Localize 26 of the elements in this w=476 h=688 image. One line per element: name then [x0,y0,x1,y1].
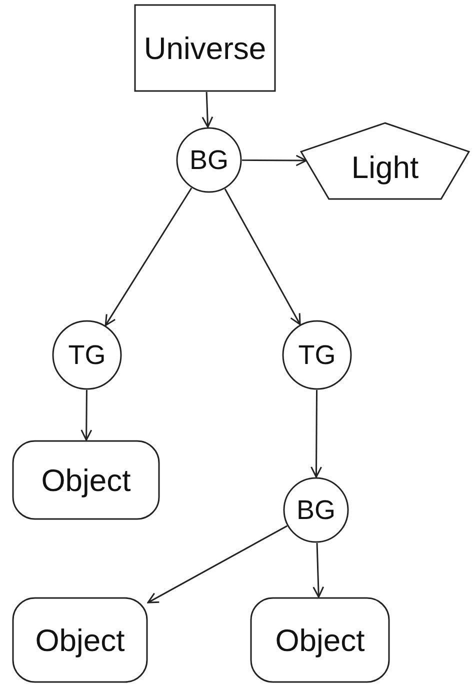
circle-node [52,320,122,390]
node-label: Object [275,624,365,656]
arrow [202,92,214,128]
node-label: Light [351,152,419,182]
node-label: Object [35,624,125,656]
circle-node [283,477,349,543]
node-label: TG [298,342,336,368]
rounded-box [12,440,160,520]
node-label: BG [296,496,336,524]
node-label: Object [41,464,131,496]
circle-node [176,127,242,193]
node-label: BG [189,146,228,174]
circle-node [282,320,352,390]
rounded-box [250,597,390,683]
arrow [242,154,307,166]
node-label: TG [68,342,106,368]
arrow [104,188,192,326]
arrow [80,390,92,441]
rounded-box [12,597,148,683]
arrow [224,188,301,326]
pentagon-node [300,122,470,200]
arrow [147,525,288,604]
arrow [310,390,322,478]
arrow [312,542,324,598]
node-label: Universe [144,32,266,64]
process-box [134,4,276,92]
